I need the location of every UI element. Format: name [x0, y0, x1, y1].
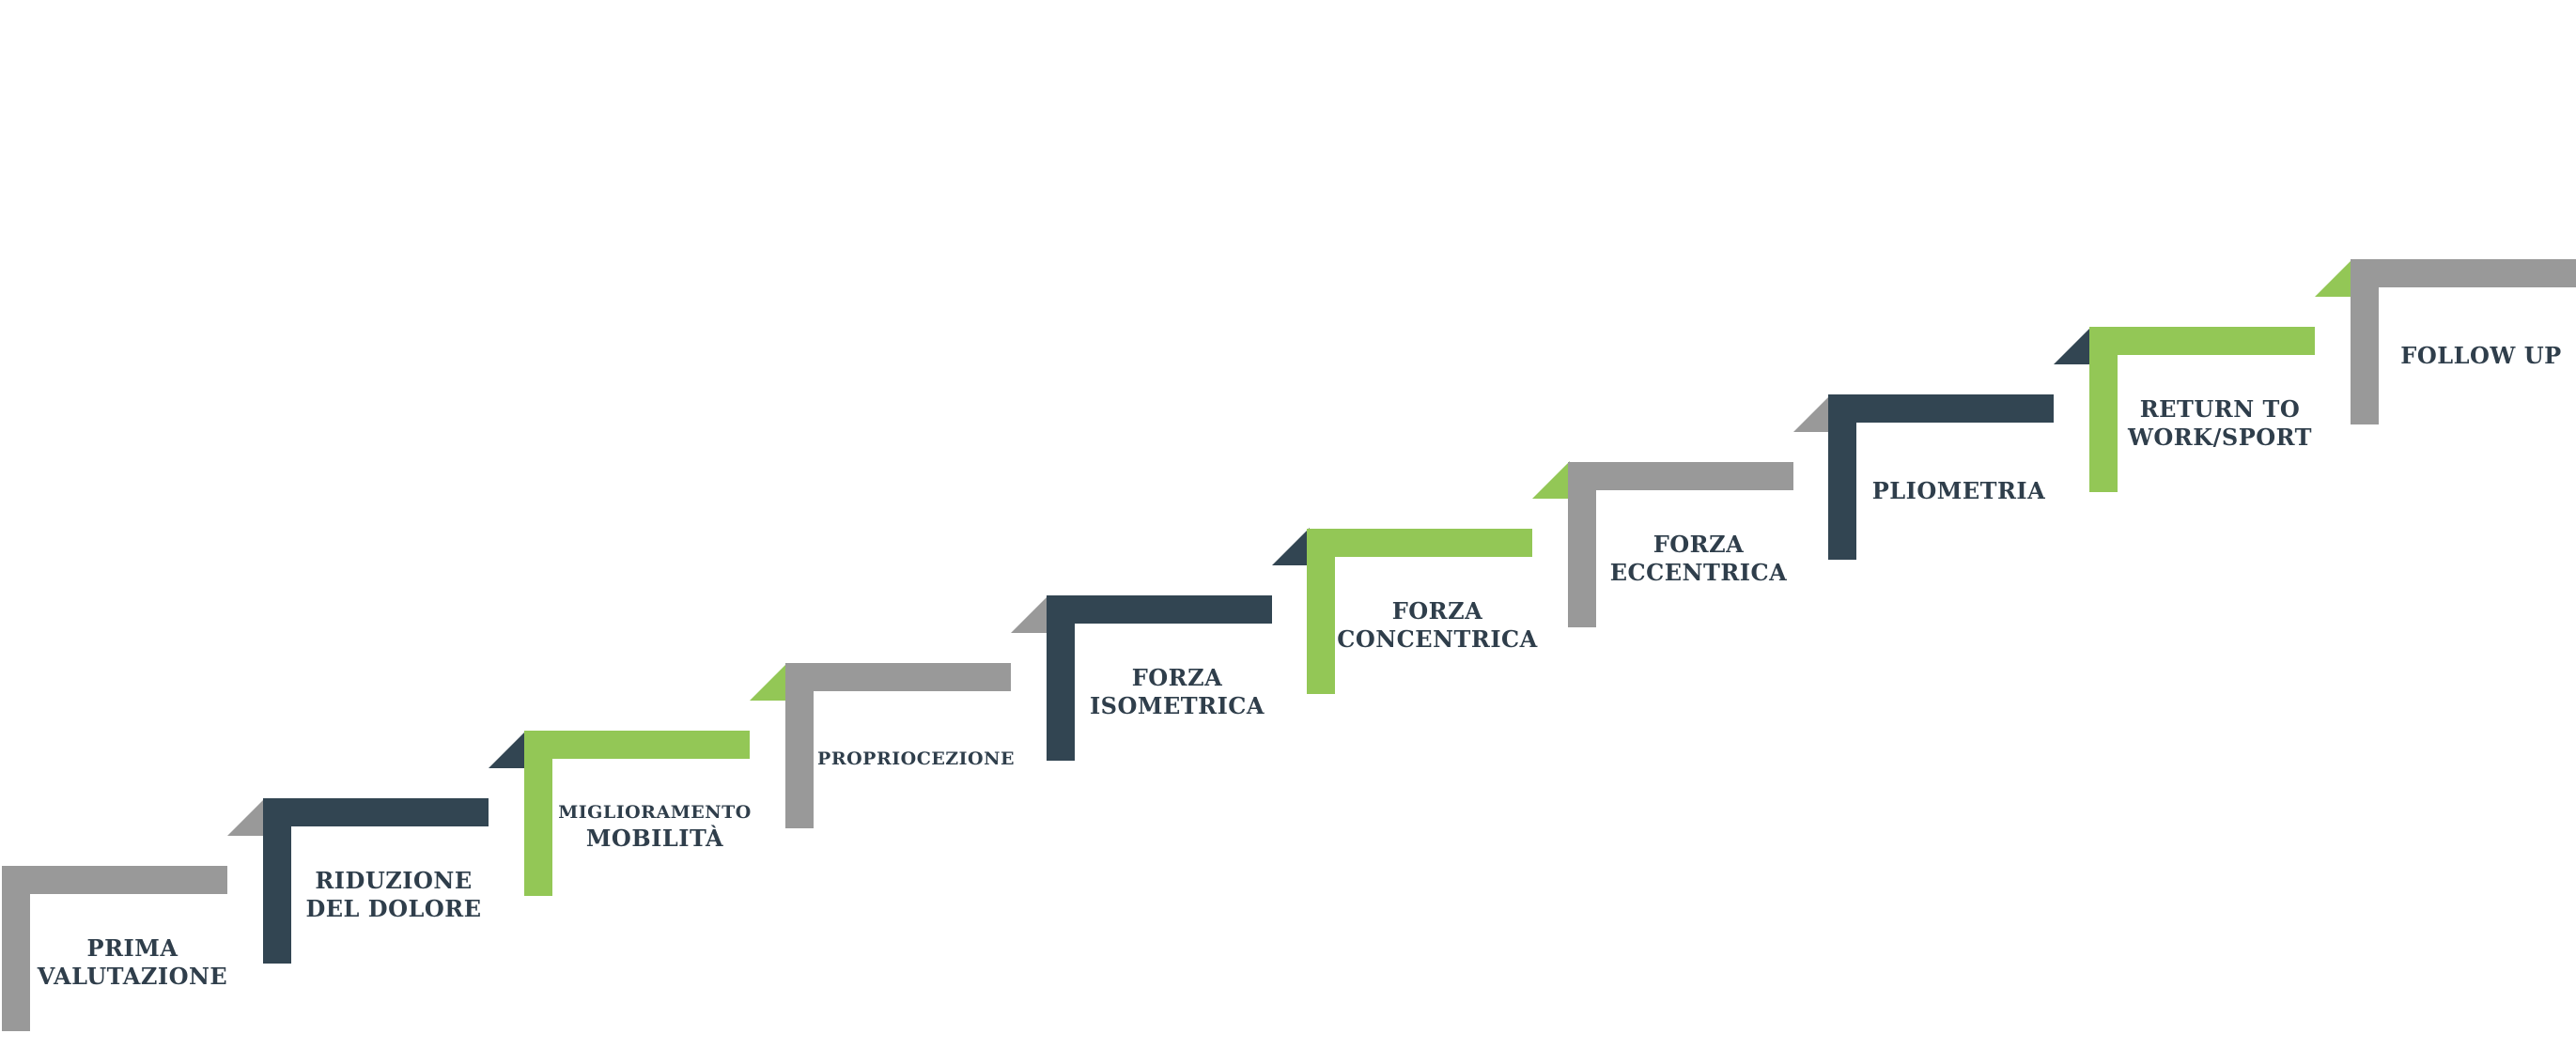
step-miglioramento-mobilita: MIGLIORAMENTO MOBILITÀ: [524, 663, 787, 896]
step-corner-triangle: [1793, 394, 1831, 432]
step-bracket-left: [1307, 529, 1335, 694]
step-bracket-top: [1828, 394, 2054, 423]
step-label-line-2: ECCENTRICA: [1609, 559, 1788, 586]
step-corner-triangle: [489, 731, 526, 768]
step-corner-triangle: [227, 798, 265, 836]
step-label-line-1: RETURN TO: [2139, 395, 2301, 423]
step-label-line-2: CONCENTRICA: [1337, 625, 1538, 653]
step-bracket-top: [263, 798, 489, 826]
step-bracket-top: [1047, 595, 1272, 624]
step-label: FORZA CONCENTRICA: [1335, 557, 1540, 694]
step-forza-concentrica: FORZA CONCENTRICA: [1307, 461, 1570, 694]
step-label-line-1: PLIOMETRIA: [1871, 477, 2046, 504]
step-label-line-1: MIGLIORAMENTO: [558, 802, 752, 824]
step-label: PROPRIOCEZIONE: [814, 691, 1018, 828]
step-label-line-2: WORK/SPORT: [2127, 424, 2313, 451]
step-bracket-top: [785, 663, 1011, 691]
step-label-line-1: FORZA: [1131, 664, 1223, 691]
step-bracket-top: [1307, 529, 1532, 557]
step-label: PRIMA VALUTAZIONE: [30, 894, 235, 1031]
step-corner-triangle: [750, 663, 787, 701]
step-bracket-top: [1568, 462, 1793, 490]
step-bracket-left: [1828, 394, 1856, 560]
step-label-line-1: RIDUZIONE: [315, 867, 473, 894]
step-bracket-top: [2351, 259, 2576, 287]
step-forza-isometrica: FORZA ISOMETRICA: [1047, 528, 1310, 761]
step-forza-eccentrica: FORZA ECCENTRICA: [1568, 394, 1831, 627]
step-riduzione-del-dolore: RIDUZIONE DEL DOLORE: [263, 731, 526, 964]
step-corner-triangle: [1532, 461, 1570, 499]
step-label-line-1: FORZA: [1653, 531, 1745, 558]
step-prima-valutazione: PRIMA VALUTAZIONE: [2, 798, 265, 1031]
step-label: FOLLOW UP: [2379, 287, 2576, 424]
step-bracket-left: [2089, 327, 2118, 492]
step-corner-triangle: [2054, 327, 2091, 364]
step-bracket-left: [1568, 462, 1596, 627]
step-bracket-left: [2351, 259, 2379, 424]
step-label-line-1: FORZA: [1391, 597, 1483, 625]
step-label-line-1: PRIMA: [86, 934, 178, 962]
step-label: FORZA ISOMETRICA: [1075, 624, 1280, 761]
step-bracket-top: [2, 866, 227, 894]
step-label: PLIOMETRIA: [1856, 423, 2061, 560]
step-label: MIGLIORAMENTO MOBILITÀ: [552, 759, 757, 896]
step-bracket-left: [2, 866, 30, 1031]
step-bracket-left: [524, 731, 552, 896]
step-label-line-2: ISOMETRICA: [1089, 692, 1265, 719]
step-label: FORZA ECCENTRICA: [1596, 490, 1801, 627]
step-bracket-left: [1047, 595, 1075, 761]
step-label-line-2: VALUTAZIONE: [37, 963, 228, 990]
step-corner-triangle: [2315, 259, 2352, 297]
step-label: RETURN TO WORK/SPORT: [2118, 355, 2322, 492]
step-label-line-2: MOBILITÀ: [585, 824, 724, 852]
step-bracket-top: [524, 731, 750, 759]
step-bracket-left: [785, 663, 814, 828]
step-follow-up: FOLLOW UP: [2351, 259, 2576, 424]
step-return-to-work-sport: RETURN TO WORK/SPORT: [2089, 259, 2352, 492]
step-label: RIDUZIONE DEL DOLORE: [291, 826, 496, 964]
step-propriocezione: PROPRIOCEZIONE: [785, 595, 1048, 828]
step-label-line-1: FOLLOW UP: [2400, 342, 2562, 369]
step-bracket-top: [2089, 327, 2315, 355]
step-label-line-2: DEL DOLORE: [305, 895, 482, 922]
step-pliometria: PLIOMETRIA: [1828, 327, 2091, 560]
step-label-line-1: PROPRIOCEZIONE: [817, 748, 1015, 770]
step-corner-triangle: [1011, 595, 1048, 633]
step-corner-triangle: [1272, 528, 1310, 565]
step-bracket-left: [263, 798, 291, 964]
